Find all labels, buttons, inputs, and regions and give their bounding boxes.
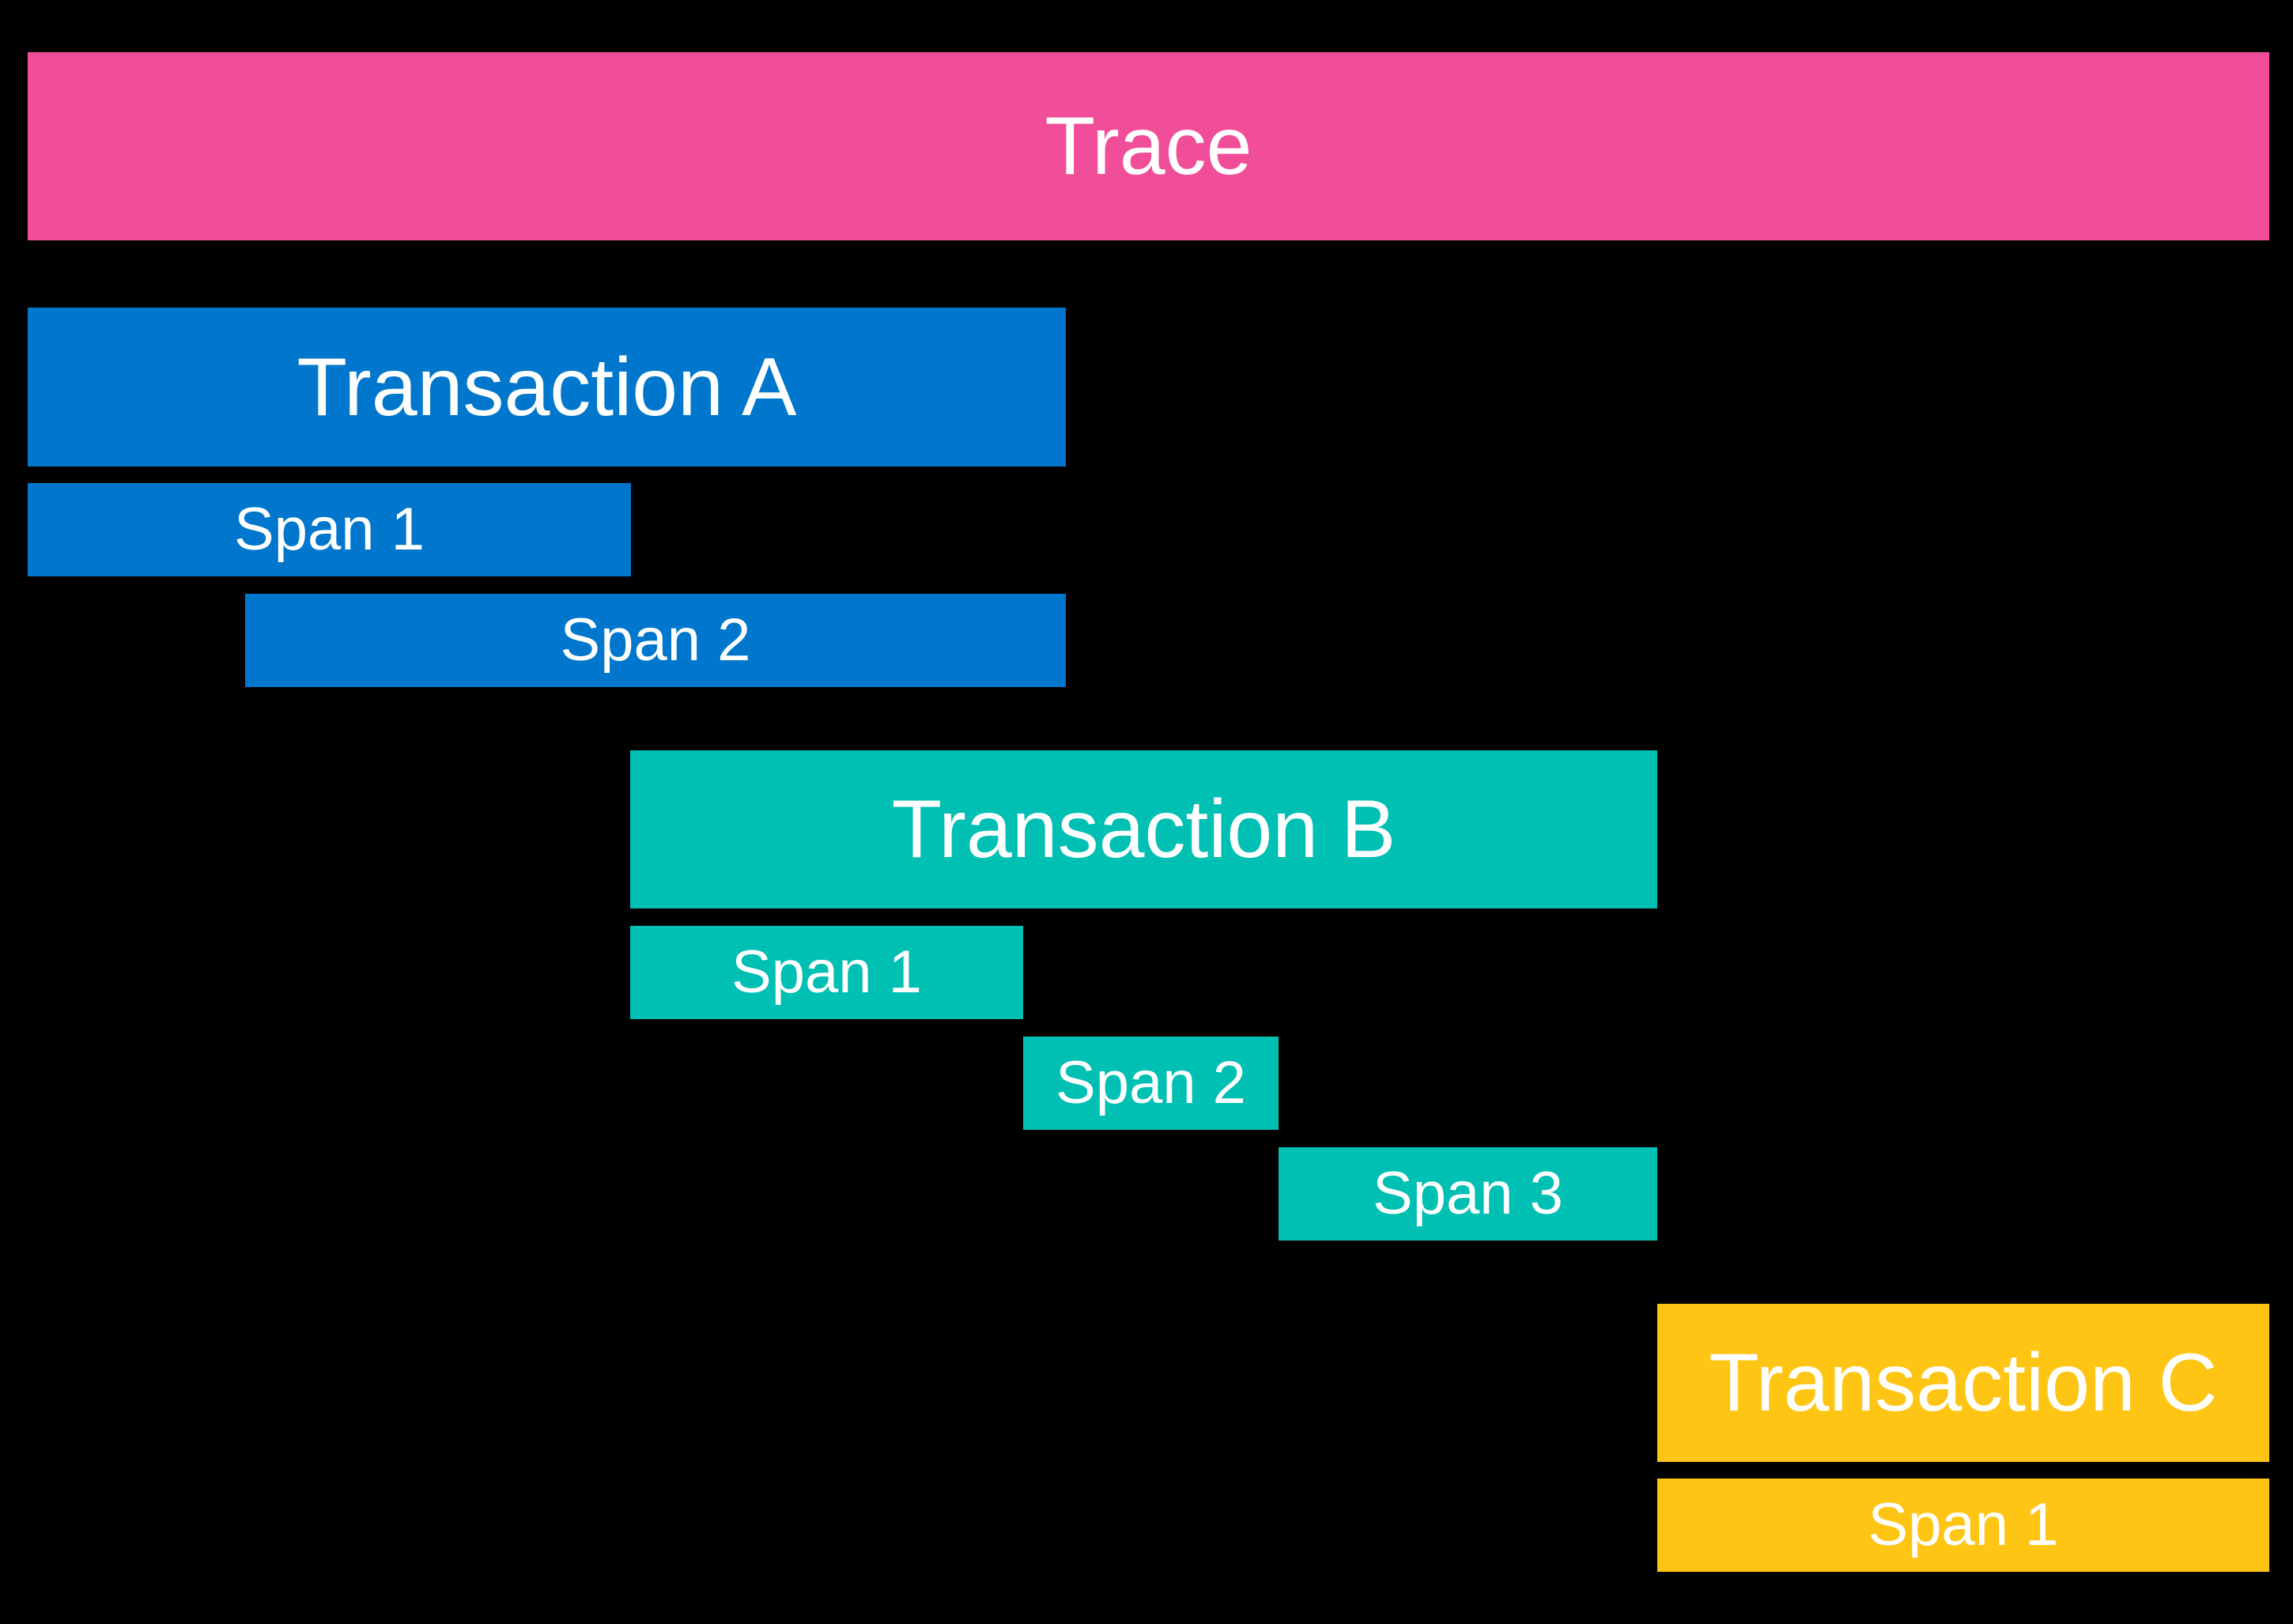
transaction-a-span-2-label: Span 2 bbox=[560, 606, 751, 674]
transaction-a-span-1-bar: Span 1 bbox=[28, 483, 631, 576]
transaction-b-span-1-bar: Span 1 bbox=[630, 926, 1023, 1019]
transaction-b-span-3-bar: Span 3 bbox=[1279, 1147, 1657, 1241]
transaction-a-label: Transaction A bbox=[297, 341, 797, 433]
transaction-b-span-2-label: Span 2 bbox=[1056, 1049, 1246, 1116]
trace-label: Trace bbox=[1045, 100, 1252, 192]
transaction-a-span-2-bar: Span 2 bbox=[245, 594, 1066, 687]
transaction-c-span-1-label: Span 1 bbox=[1868, 1491, 2059, 1558]
transaction-b-span-3-label: Span 3 bbox=[1373, 1160, 1563, 1227]
trace-bar: Trace bbox=[28, 52, 2269, 240]
transaction-c-span-1-bar: Span 1 bbox=[1657, 1479, 2269, 1572]
transaction-b-span-2-bar: Span 2 bbox=[1023, 1037, 1279, 1130]
transaction-a-span-1-label: Span 1 bbox=[234, 496, 425, 563]
transaction-b-bar: Transaction B bbox=[630, 750, 1657, 908]
transaction-c-bar: Transaction C bbox=[1657, 1304, 2269, 1462]
transaction-b-span-1-label: Span 1 bbox=[731, 939, 922, 1006]
transaction-a-bar: Transaction A bbox=[28, 308, 1066, 466]
transaction-b-label: Transaction B bbox=[891, 784, 1396, 875]
transaction-c-label: Transaction C bbox=[1709, 1337, 2218, 1429]
